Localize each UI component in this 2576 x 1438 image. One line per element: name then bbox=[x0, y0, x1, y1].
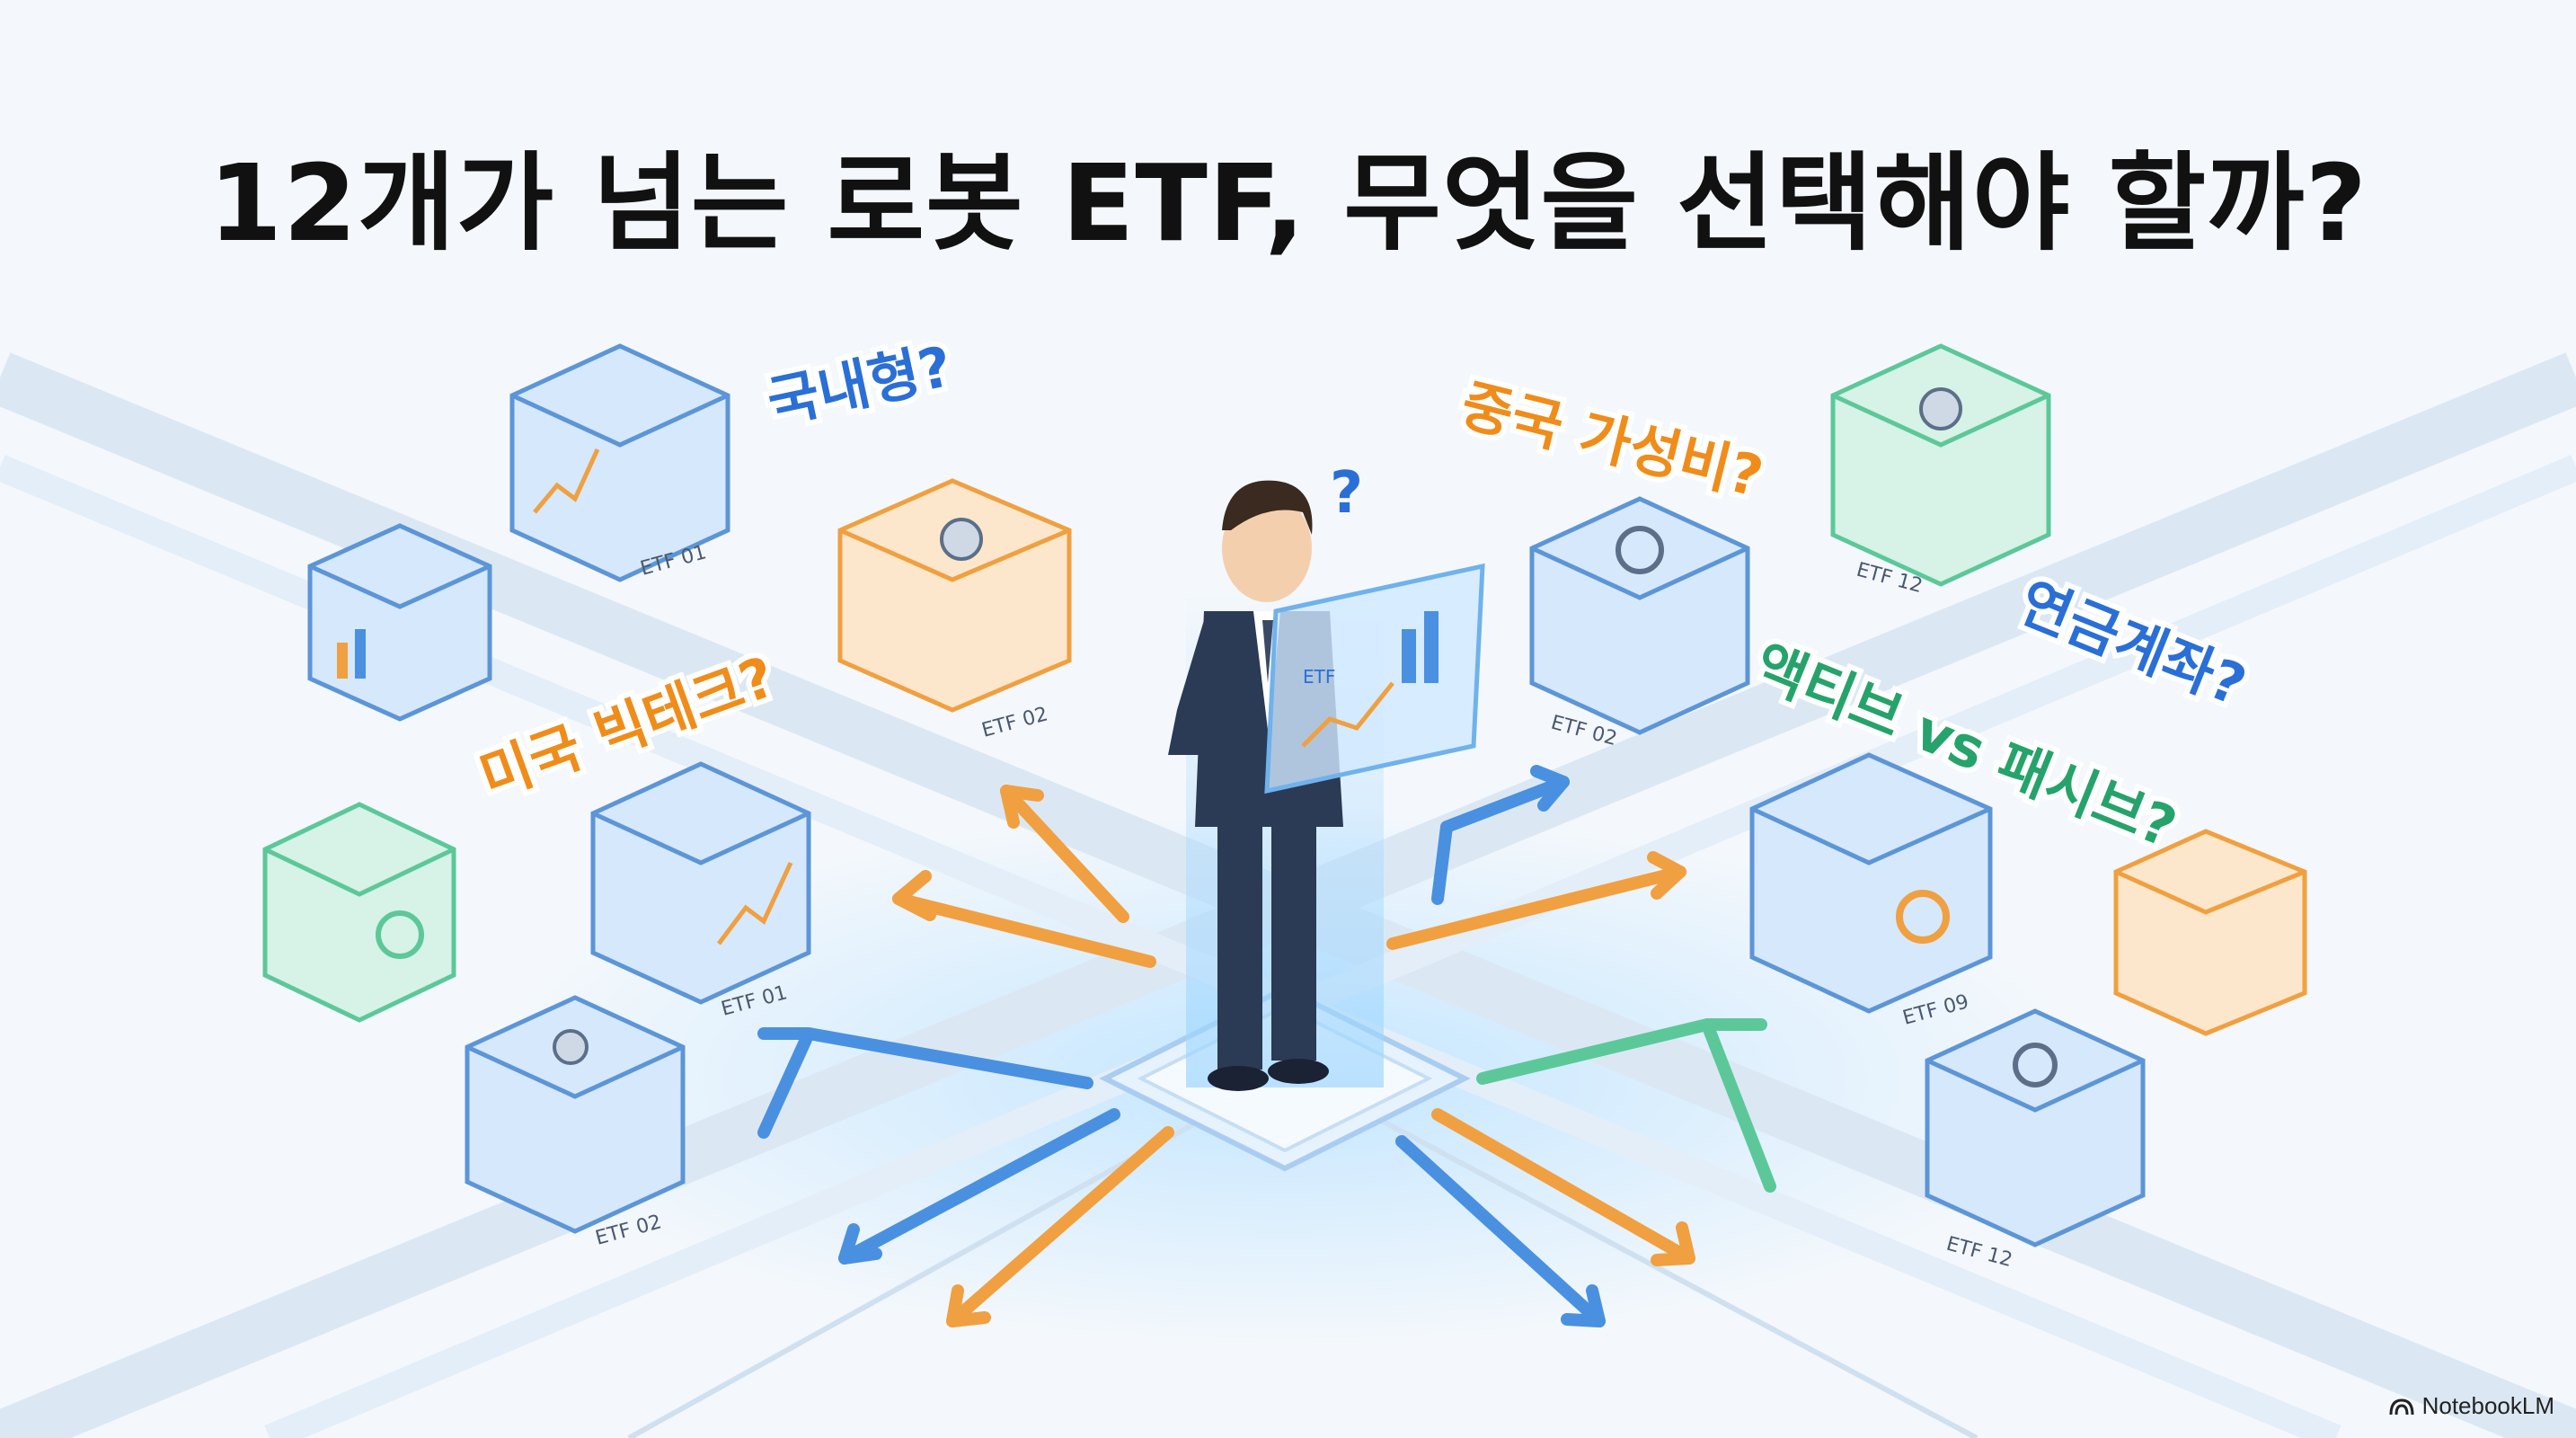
etf-cube-1 bbox=[509, 343, 730, 582]
notebooklm-logo-icon bbox=[2389, 1398, 2414, 1415]
etf-cube-6 bbox=[465, 995, 686, 1234]
tablet: ETF bbox=[1264, 563, 1485, 794]
watermark: NotebookLM bbox=[2388, 1392, 2554, 1420]
etf-cube-3 bbox=[837, 478, 1072, 713]
tablet-label: ETF bbox=[1303, 666, 1335, 688]
etf-cube-4 bbox=[262, 802, 456, 1023]
etf-cube-10 bbox=[2113, 829, 2307, 1036]
page-title: 12개가 넘는 로봇 ETF, 무엇을 선택해야 할까? bbox=[208, 141, 2368, 265]
cube-label-2: ETF 02 bbox=[979, 703, 1050, 742]
etf-cube-9 bbox=[1749, 752, 1993, 1014]
watermark-text: NotebookLM bbox=[2421, 1392, 2554, 1419]
etf-cube-2 bbox=[307, 523, 492, 722]
etf-cube-11 bbox=[1925, 1008, 2146, 1247]
etf-cube-7 bbox=[1529, 496, 1750, 735]
etf-cube-8 bbox=[1830, 343, 2051, 587]
direction-arrows bbox=[757, 765, 1776, 1327]
etf-cube-5 bbox=[590, 761, 811, 1005]
person-question-mark: ? bbox=[1330, 460, 1363, 527]
